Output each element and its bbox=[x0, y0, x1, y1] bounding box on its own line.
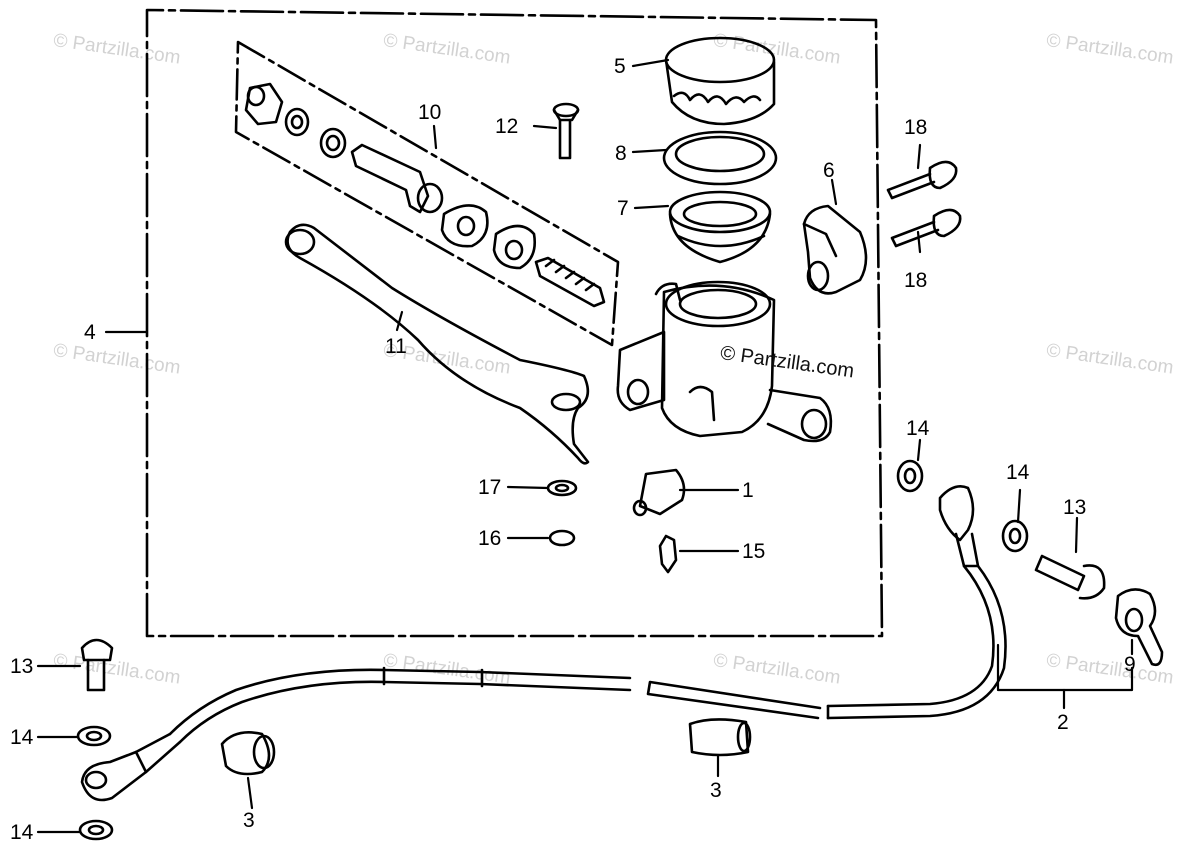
callout-14: 14 bbox=[1006, 461, 1030, 484]
bolt-13-left bbox=[80, 638, 114, 662]
holder bbox=[802, 204, 868, 295]
bleeder-screw bbox=[658, 534, 678, 574]
leader-lines bbox=[36, 58, 1134, 834]
callout-15: 15 bbox=[742, 540, 766, 563]
brake-lever bbox=[286, 223, 590, 465]
callout-18: 18 bbox=[904, 116, 928, 139]
washer-14-c bbox=[76, 725, 112, 747]
washer-14-d bbox=[78, 819, 114, 841]
master-cylinder-body bbox=[616, 280, 833, 443]
callout-6: 6 bbox=[823, 159, 835, 182]
nut-16 bbox=[548, 529, 576, 547]
callout-8: 8 bbox=[615, 142, 627, 165]
callout-4: 4 bbox=[84, 321, 96, 344]
diaphragm bbox=[668, 190, 772, 264]
callout-5: 5 bbox=[614, 55, 626, 78]
callout-18: 18 bbox=[904, 269, 928, 292]
callout-14: 14 bbox=[10, 726, 34, 749]
bolt-13-right bbox=[1034, 554, 1086, 592]
callout-13: 13 bbox=[1063, 496, 1087, 519]
callout-14: 14 bbox=[10, 821, 34, 844]
callout-10: 10 bbox=[418, 101, 442, 124]
hose-clamp-right bbox=[688, 718, 750, 757]
washer-14-a bbox=[896, 459, 924, 493]
brake-hose bbox=[80, 485, 1007, 802]
assembly-frame bbox=[145, 8, 884, 638]
diaphragm-plate bbox=[662, 130, 778, 186]
callout-2: 2 bbox=[1057, 711, 1069, 734]
hose-clamp-left bbox=[220, 731, 271, 776]
callout-11: 11 bbox=[385, 335, 407, 358]
callout-7: 7 bbox=[617, 197, 629, 220]
washer-17 bbox=[546, 479, 578, 497]
washer-14-b bbox=[1001, 519, 1029, 553]
callout-9: 9 bbox=[1124, 653, 1136, 676]
callout-3: 3 bbox=[710, 779, 722, 802]
callout-12: 12 bbox=[495, 115, 519, 138]
reservoir-cap bbox=[664, 36, 776, 126]
piston-kit-frame bbox=[234, 40, 620, 347]
banjo-fitting bbox=[1114, 588, 1164, 667]
holder-bolts bbox=[886, 160, 962, 248]
callout-17: 17 bbox=[478, 476, 502, 499]
screw-12 bbox=[552, 102, 580, 160]
callout-16: 16 bbox=[478, 527, 502, 550]
callout-3: 3 bbox=[243, 809, 255, 832]
piston-kit-parts bbox=[244, 82, 606, 308]
brake-switch bbox=[638, 468, 686, 516]
callout-13: 13 bbox=[10, 655, 34, 678]
callout-14: 14 bbox=[906, 417, 930, 440]
callout-1: 1 bbox=[742, 479, 754, 502]
